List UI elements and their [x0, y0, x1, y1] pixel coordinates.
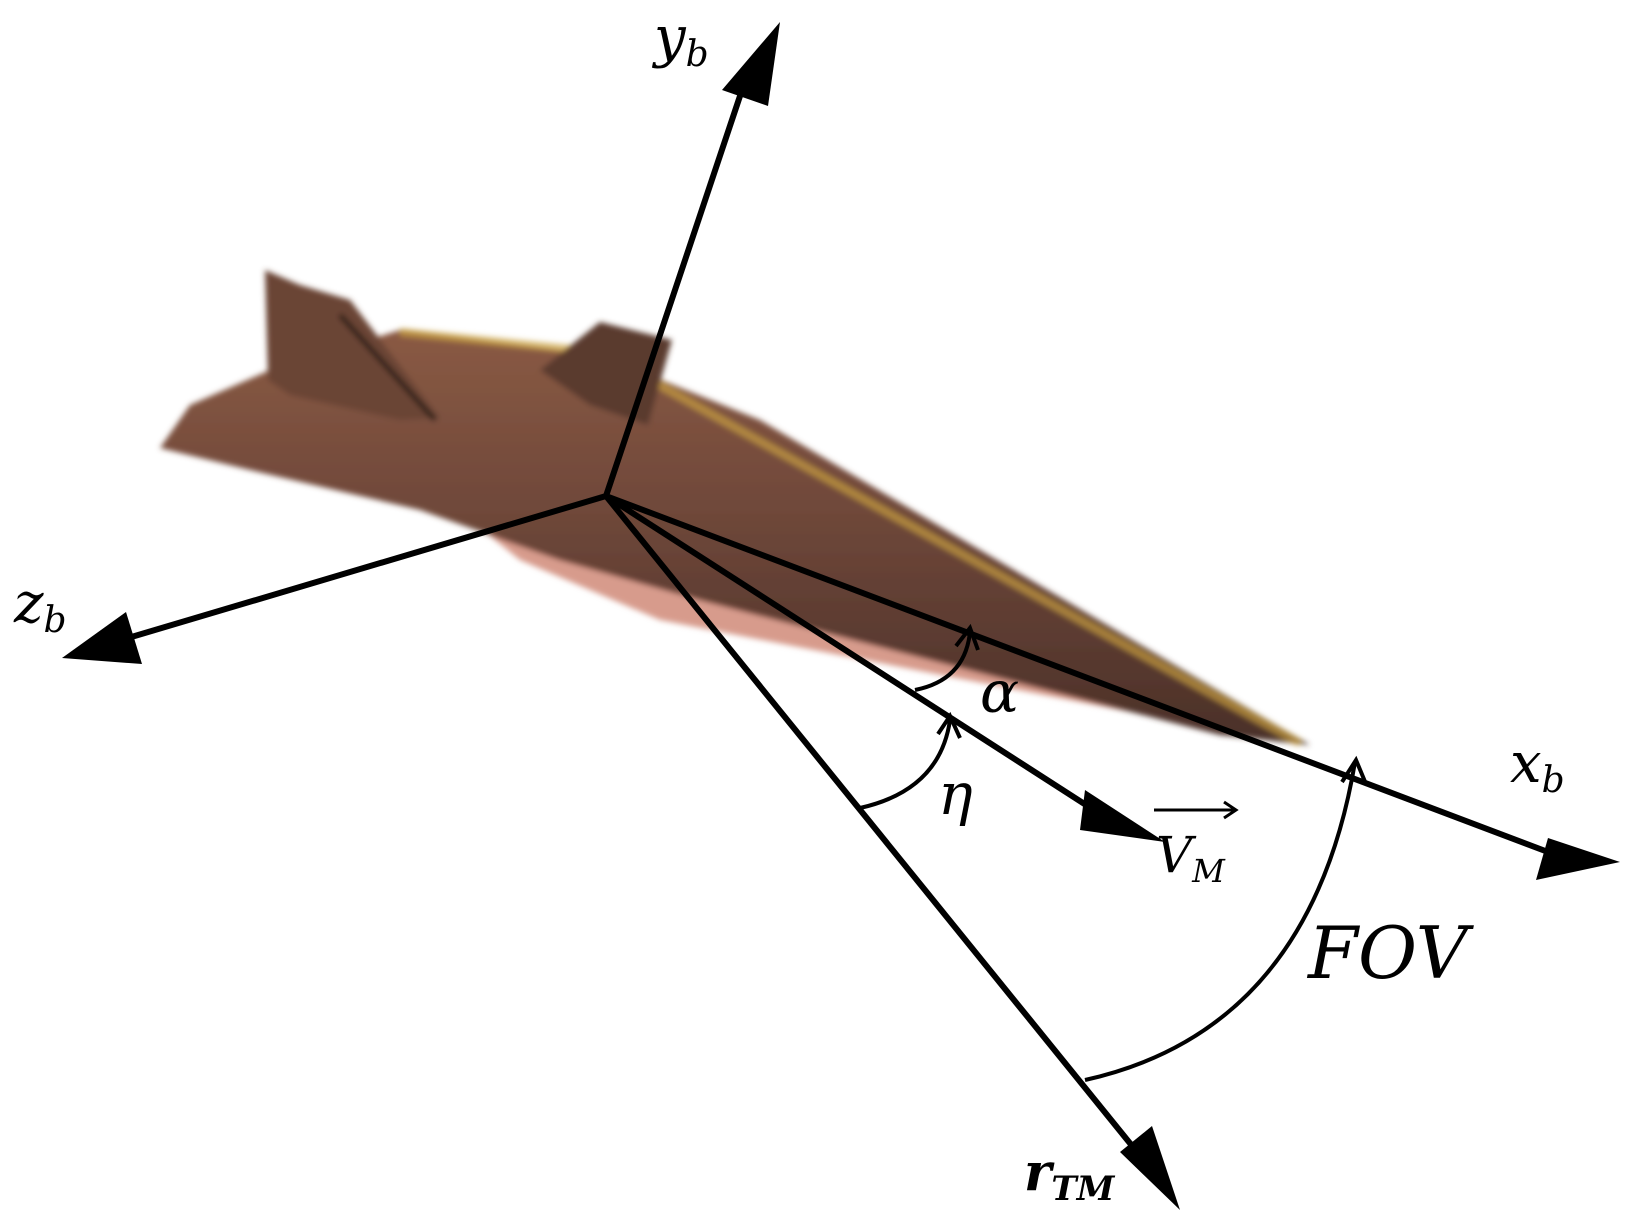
fov-label: FOV	[1306, 911, 1475, 995]
eta-arc	[859, 719, 952, 810]
alpha-label: α	[980, 658, 1019, 726]
hypersonic-vehicle-image	[160, 270, 1310, 747]
z-body-label: zb	[13, 571, 67, 641]
vehicle-fin-edge	[338, 313, 437, 422]
eta-label: η	[938, 760, 973, 828]
alpha-arc-tip	[954, 623, 980, 651]
range-subscript: TM	[1051, 1169, 1115, 1209]
alpha-arc	[914, 631, 972, 692]
velocity-arrowhead	[1080, 790, 1165, 842]
range-vector-line	[603, 494, 1153, 1170]
arc-arrow-tips	[936, 623, 1368, 785]
y-body-arrowhead	[722, 22, 780, 106]
x-body-subscript: b	[1542, 760, 1565, 801]
fov-arc-tip	[1340, 755, 1368, 785]
y-body-subscript: b	[686, 34, 709, 75]
velocity-label: VM	[1154, 800, 1239, 890]
x-body-label: xb	[1510, 731, 1565, 801]
fov-arc	[1084, 761, 1357, 1082]
range-label: rTM	[1024, 1142, 1116, 1209]
vehicle-body	[160, 330, 1310, 745]
arrowheads	[62, 22, 1620, 1210]
x-body-axis-line	[604, 493, 1550, 855]
z-body-subscript: b	[44, 600, 67, 641]
velocity-subscript: M	[1191, 852, 1226, 890]
angle-arcs	[859, 631, 1357, 1082]
eta-arc-tip	[936, 711, 962, 739]
svg-text:VM: VM	[1156, 826, 1226, 890]
z-body-arrowhead	[62, 612, 142, 664]
y-body-label: yb	[651, 5, 709, 75]
x-body-arrowhead	[1536, 838, 1620, 880]
range-arrowhead	[1120, 1126, 1180, 1210]
velocity-overarrow-tip	[1223, 800, 1239, 820]
vehicle-tail-fin	[265, 270, 440, 420]
axes-lines	[127, 89, 1550, 1170]
y-body-axis-line	[603, 89, 745, 497]
z-body-axis-line	[127, 493, 607, 641]
velocity-vector-line	[604, 493, 1130, 835]
